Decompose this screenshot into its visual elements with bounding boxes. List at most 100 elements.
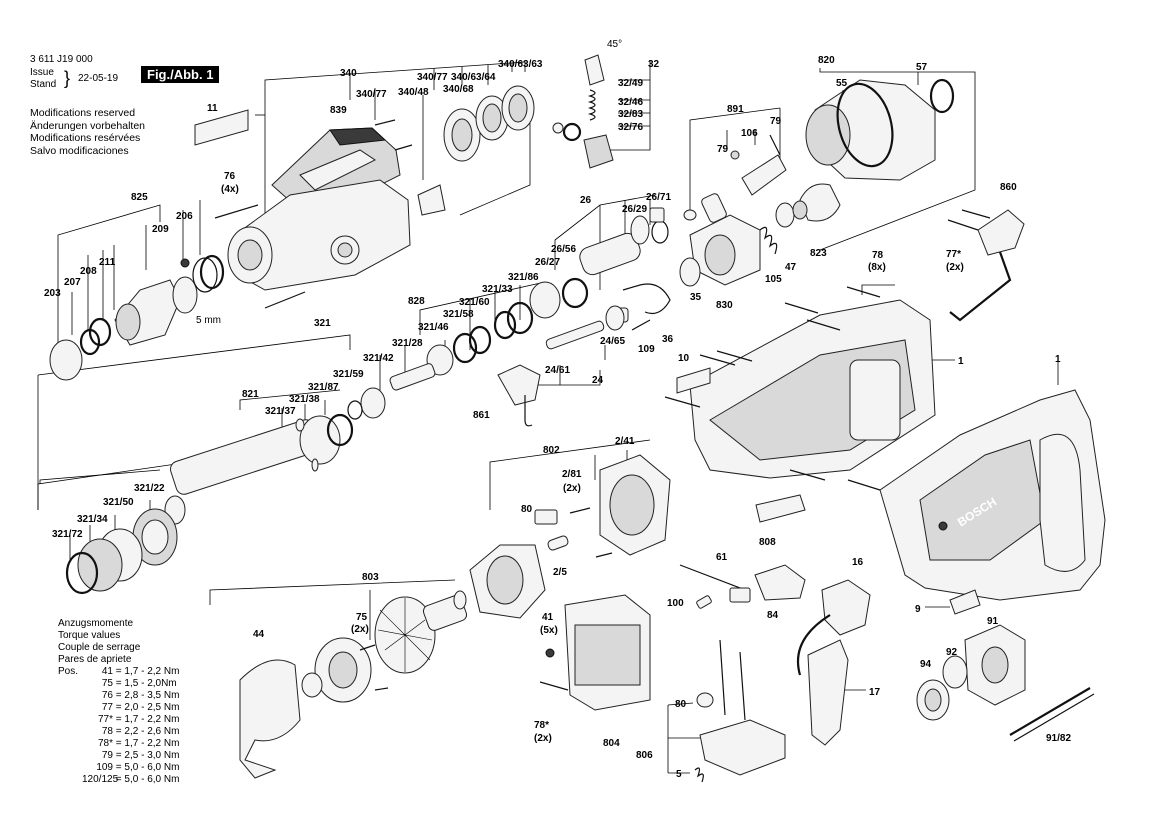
callout: 45°	[607, 39, 622, 50]
callout: 340/77	[417, 72, 448, 83]
callout: 32/76	[618, 122, 643, 133]
callout: 16	[852, 557, 864, 568]
callout: 10	[678, 353, 690, 364]
torque-position: 76	[101, 690, 113, 701]
callout: 207	[64, 277, 81, 288]
torque-row: 75 = 1,5 - 2,0Nm	[58, 678, 179, 690]
callout: 321/50	[103, 497, 134, 508]
callout: 80	[521, 504, 533, 515]
callout: 26/56	[551, 244, 576, 255]
torque-value: = 1,7 - 2,2 Nm	[115, 714, 180, 725]
callout: 105	[765, 274, 782, 285]
callout: 821	[242, 389, 259, 400]
callout: 820	[818, 55, 835, 66]
callout: 92	[946, 647, 958, 658]
torque-value: = 5,0 - 6,0 Nm	[115, 762, 180, 773]
figure-badge: Fig./Abb. 1	[141, 66, 220, 83]
callout: 860	[1000, 182, 1017, 193]
torque-position: 77	[101, 702, 113, 713]
callout: 321/22	[134, 483, 165, 494]
callout: 321	[314, 318, 331, 329]
callout: 26/29	[622, 204, 647, 215]
torque-position: 78*	[97, 738, 113, 749]
callout: 91/82	[1046, 733, 1071, 744]
note-line: Modifications resérvées	[30, 132, 141, 144]
torque-position: 79	[101, 750, 113, 761]
callout: 26/71	[646, 192, 671, 203]
callout: 340/63/64	[451, 72, 496, 83]
callout: 109	[638, 344, 655, 355]
callout: 36	[662, 334, 674, 345]
callout: (2x)	[563, 483, 581, 494]
callout: 17	[869, 687, 881, 698]
note-line: Salvo modificaciones	[30, 144, 129, 157]
callout: 891	[727, 104, 744, 115]
torque-row: 77* = 1,7 - 2,2 Nm	[58, 714, 179, 726]
torque-position: 78	[101, 726, 113, 737]
torque-value: = 1,7 - 2,2 Nm	[115, 666, 180, 677]
callout: 206	[176, 211, 193, 222]
callout: 32	[648, 59, 660, 70]
torque-values-table: Anzugsmomente Torque values Couple de se…	[58, 618, 179, 786]
callout: (4x)	[221, 184, 239, 195]
torque-position: 109	[96, 762, 113, 773]
callout: 26	[580, 195, 592, 206]
callout: 2/41	[615, 436, 635, 447]
label-plate-11	[194, 109, 249, 146]
callout: 24/65	[600, 336, 625, 347]
callout: 340/68	[443, 84, 474, 95]
torque-row: 76 = 2,8 - 3,5 Nm	[58, 690, 180, 702]
part-drawings	[49, 54, 1106, 783]
torque-title: Torque values	[58, 630, 121, 641]
torque-row: 120/125 = 5,0 - 6,0 Nm	[58, 774, 179, 786]
note-line: Änderungen vorbehalten	[30, 119, 146, 132]
issue-brace: }	[64, 68, 71, 88]
contact-806	[699, 719, 786, 776]
torque-value: = 2,5 - 3,0 Nm	[115, 750, 180, 761]
callout: 2/81	[562, 469, 582, 480]
callout: (2x)	[351, 624, 369, 635]
callout: 78*	[534, 720, 549, 731]
callout: 35	[690, 292, 702, 303]
torque-row: Pos.41 = 1,7 - 2,2 Nm	[58, 666, 179, 678]
callout: 321/60	[459, 297, 490, 308]
callout: 100	[667, 598, 684, 609]
torque-row: 79 = 2,5 - 3,0 Nm	[58, 750, 180, 762]
callout: 57	[916, 62, 928, 73]
torque-pos-label: Pos.	[58, 666, 79, 677]
callout: 76	[224, 171, 236, 182]
handle-17	[807, 639, 849, 746]
callout: 61	[716, 552, 728, 563]
callout: (2x)	[534, 733, 552, 744]
callout: 79	[770, 116, 782, 127]
callout: 825	[131, 192, 148, 203]
callout: 75	[356, 612, 368, 623]
torque-position: 77*	[97, 714, 113, 725]
callout: 1	[1055, 354, 1061, 365]
callout: 91	[987, 616, 999, 627]
callout: 321/38	[289, 394, 320, 405]
callout: 340/77	[356, 89, 387, 100]
issue-label: Issue	[30, 67, 54, 78]
callout: (8x)	[868, 262, 886, 273]
callout: 321/37	[265, 406, 296, 417]
callout: 828	[408, 296, 425, 307]
callout: 84	[767, 610, 779, 621]
callout: 11	[207, 103, 218, 114]
note-line: Modifications reserved	[30, 107, 136, 119]
torque-position: 120/125	[82, 774, 119, 785]
callout: 804	[603, 738, 620, 749]
callout: (2x)	[946, 262, 964, 273]
callout: 321/58	[443, 309, 474, 320]
torque-title: Anzugsmomente	[58, 618, 134, 629]
torque-value: = 2,2 - 2,6 Nm	[115, 726, 180, 737]
callout: 321/33	[482, 284, 513, 295]
callout: 32/83	[618, 109, 643, 120]
torque-row: 109 = 5,0 - 6,0 Nm	[58, 762, 179, 774]
callout: 2/5	[553, 567, 567, 578]
callout: 321/72	[52, 529, 83, 540]
callout: (5x)	[540, 625, 558, 636]
